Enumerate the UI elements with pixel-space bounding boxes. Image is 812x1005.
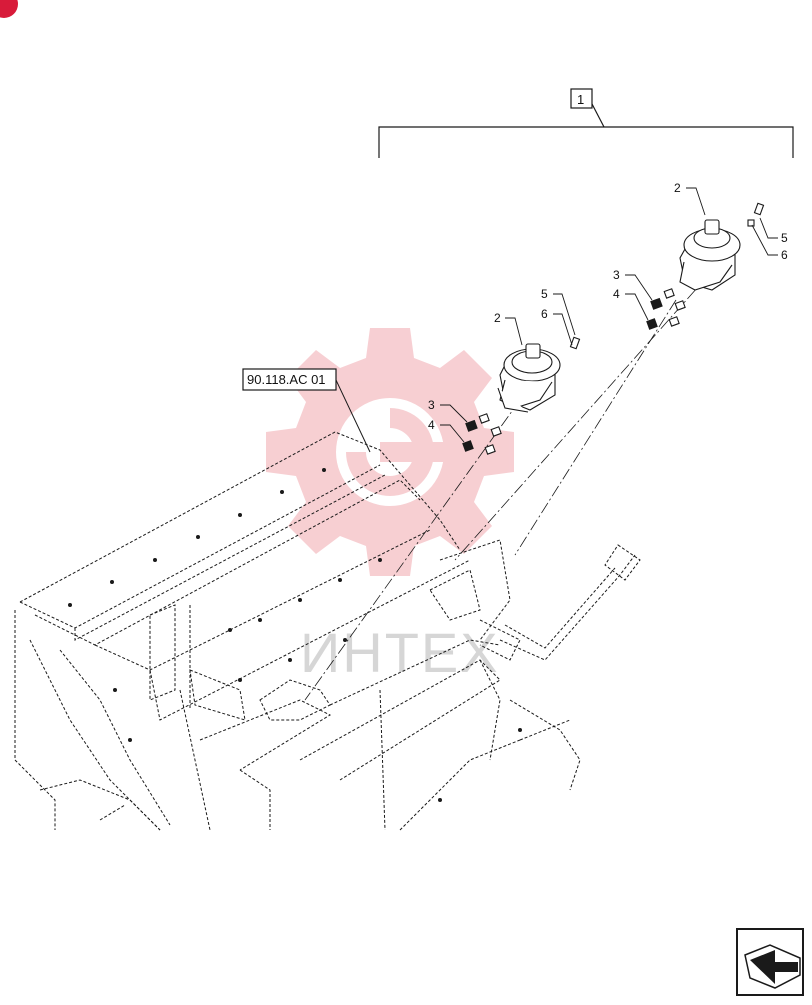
assembly-callout: 1 bbox=[577, 92, 584, 107]
left-callout-3: 3 bbox=[428, 398, 435, 412]
left-motor-assembly bbox=[462, 336, 581, 455]
right-callout-leaders bbox=[625, 187, 778, 321]
right-callout-6: 6 bbox=[781, 248, 788, 262]
left-callout-2: 2 bbox=[494, 311, 501, 325]
reference-label[interactable]: 90.118.AC 01 bbox=[247, 372, 326, 387]
left-callout-5: 5 bbox=[541, 287, 548, 301]
right-callout-4: 4 bbox=[613, 287, 620, 301]
control-lever bbox=[479, 544, 641, 661]
left-callout-6: 6 bbox=[541, 307, 548, 321]
left-callout-leaders bbox=[440, 293, 576, 443]
reference-box[interactable]: 90.118.AC 01 bbox=[242, 368, 371, 453]
cab-frame-drawing bbox=[14, 431, 581, 831]
left-callout-4: 4 bbox=[428, 418, 435, 432]
right-callout-2: 2 bbox=[674, 181, 681, 195]
right-callout-5: 5 bbox=[781, 231, 788, 245]
right-motor-assembly bbox=[646, 202, 765, 330]
right-callout-3: 3 bbox=[613, 268, 620, 282]
frame-holes bbox=[68, 468, 522, 802]
watermark-text: ИНТЕХ bbox=[300, 621, 500, 684]
corner-badge-icon bbox=[0, 0, 18, 18]
assembly-bracket bbox=[378, 88, 794, 158]
next-page-arrow-icon[interactable] bbox=[736, 928, 804, 996]
watermark-gear-icon bbox=[266, 328, 514, 576]
